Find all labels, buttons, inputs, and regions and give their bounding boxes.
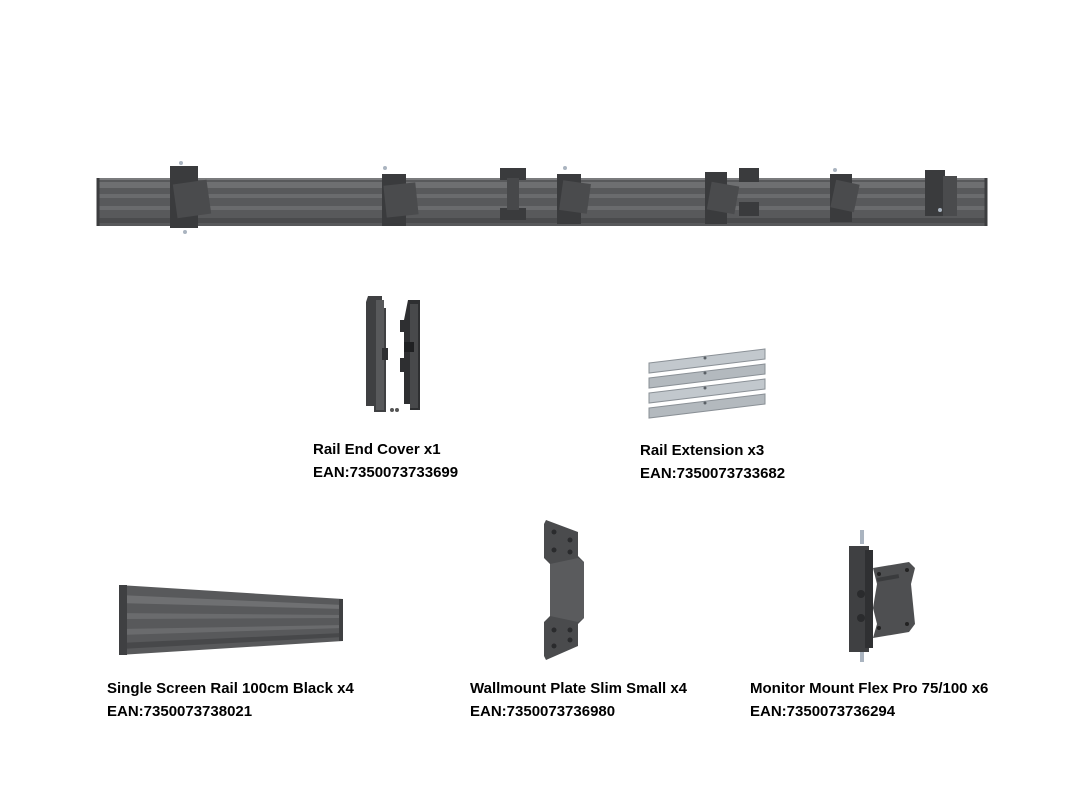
product-caption-wallmount-plate: Wallmount Plate Slim Small x4 EAN:735007… — [470, 677, 687, 723]
wallmount-plate-icon — [540, 518, 588, 662]
rail-end-cover-icon — [360, 292, 426, 416]
product-name: Rail Extension x3 — [640, 442, 765, 459]
rail-extension-icon — [645, 345, 770, 425]
product-ean: EAN:7350073736980 — [470, 703, 616, 720]
product-ean: EAN:7350073736294 — [750, 703, 896, 720]
product-name: Monitor Mount Flex Pro 75/100 x6 — [750, 680, 989, 697]
assembled-rail-system-image — [95, 160, 990, 240]
product-name: Rail End Cover x1 — [313, 441, 441, 458]
monitor-mount-icon — [843, 528, 919, 664]
product-ean: EAN:7350073733682 — [640, 465, 786, 482]
product-ean: EAN:7350073733699 — [313, 464, 459, 481]
product-name: Wallmount Plate Slim Small x4 — [470, 680, 688, 697]
product-caption-single-screen-rail: Single Screen Rail 100cm Black x4 EAN:73… — [107, 677, 354, 723]
product-caption-rail-extension: Rail Extension x3 EAN:7350073733682 — [640, 439, 785, 485]
product-ean: EAN:7350073738021 — [107, 703, 253, 720]
product-name: Single Screen Rail 100cm Black x4 — [107, 680, 354, 697]
product-caption-rail-end-cover: Rail End Cover x1 EAN:7350073733699 — [313, 438, 458, 484]
product-caption-monitor-mount: Monitor Mount Flex Pro 75/100 x6 EAN:735… — [750, 677, 988, 723]
single-screen-rail-icon — [115, 583, 347, 657]
